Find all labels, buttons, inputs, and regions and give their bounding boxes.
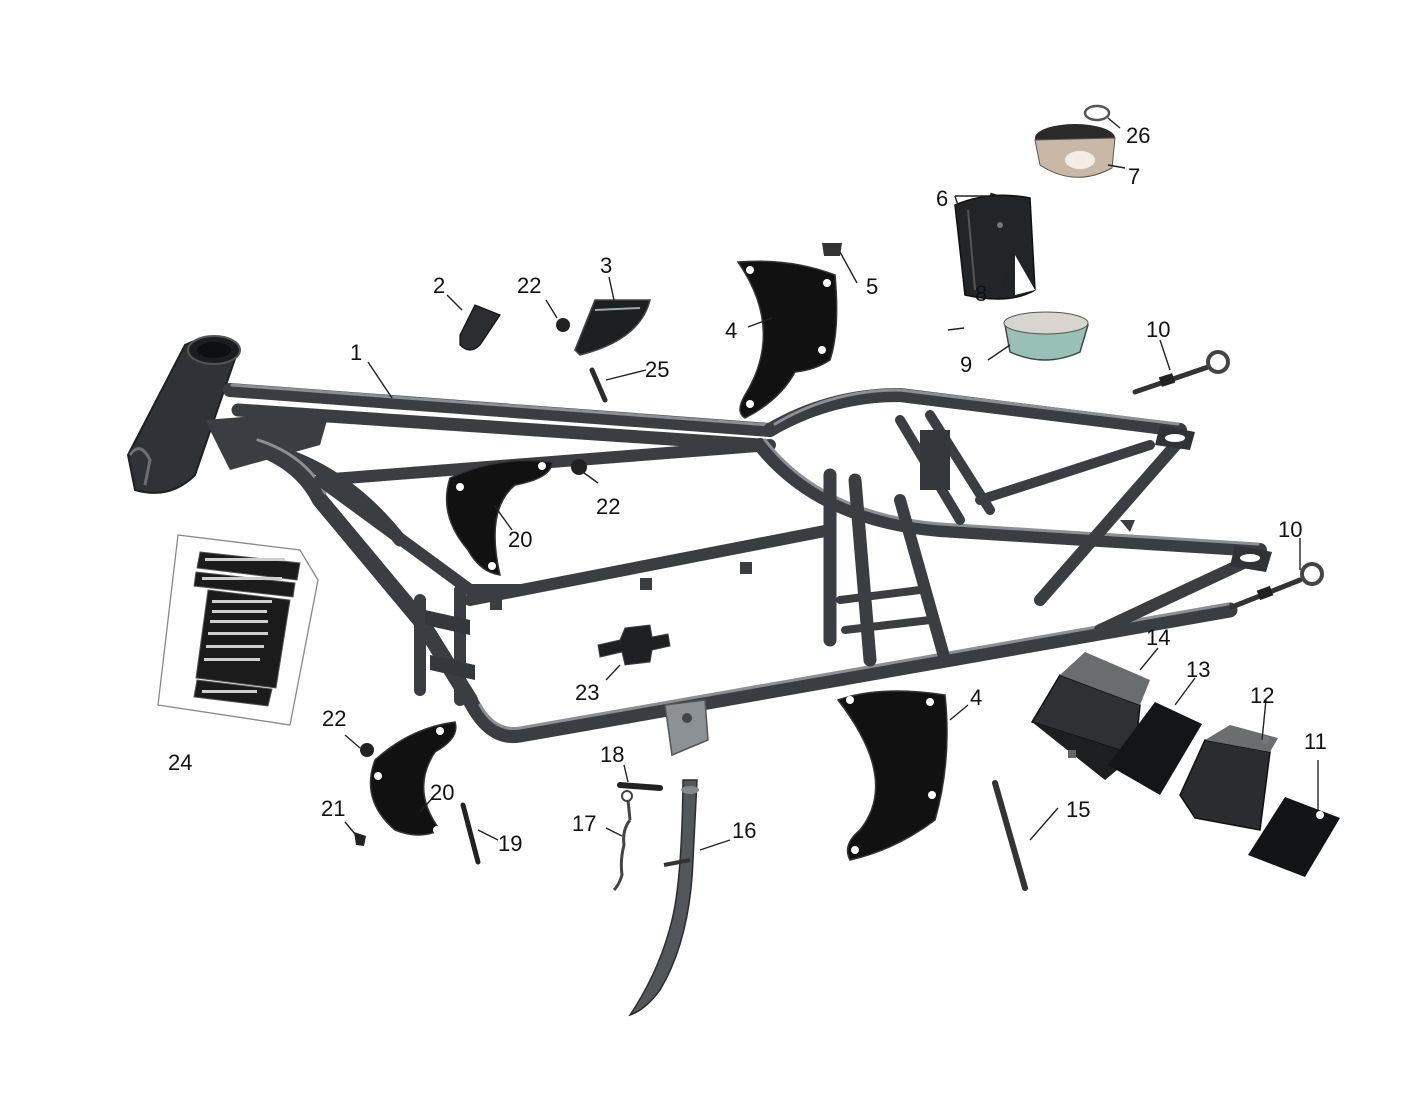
callout-7: 7 (1128, 164, 1140, 189)
callout-22-bottom: 22 (322, 706, 346, 731)
callout-16: 16 (732, 818, 756, 843)
callout-2: 2 (433, 273, 445, 298)
part-10-eyebolt-lower (1229, 562, 1324, 610)
part-9-filter (1003, 311, 1089, 361)
callout-20-upper: 20 (508, 527, 532, 552)
part-18-bolt (617, 782, 663, 791)
part-22-nut-bottom (360, 743, 374, 757)
main-frame (126, 335, 1272, 744)
part-3-plate (574, 299, 651, 356)
callout-18: 18 (600, 742, 624, 767)
callout-10-upper: 10 (1146, 317, 1170, 342)
callout-10-lower: 10 (1278, 517, 1302, 542)
callout-20-lower: 20 (430, 780, 454, 805)
callout-22-mid: 22 (596, 494, 620, 519)
callout-11: 11 (1304, 729, 1327, 754)
part-20-plate-upper (445, 459, 553, 576)
callout-22-top: 22 (517, 273, 541, 298)
callout-9: 9 (960, 352, 972, 377)
callout-labels: 1 2 3 4 4 5 6 7 8 9 10 10 11 12 13 14 15… (168, 123, 1327, 856)
callout-5: 5 (866, 274, 878, 299)
part-8-housing (954, 194, 1036, 300)
leader-lines (344, 117, 1319, 851)
callout-24: 24 (168, 750, 192, 775)
part-12-box (1179, 725, 1278, 831)
part-4-lower-plate (836, 690, 948, 861)
part-22-nut-mid (571, 459, 587, 475)
callout-8: 8 (975, 281, 987, 306)
part-19-bolt (460, 802, 481, 865)
part-13-pad (1108, 702, 1202, 795)
callout-3: 3 (600, 253, 612, 278)
callout-17: 17 (572, 811, 596, 836)
part-21-screw (354, 832, 366, 846)
callout-14: 14 (1146, 625, 1170, 650)
part-24-label-sheet (157, 534, 319, 726)
callout-15: 15 (1066, 797, 1090, 822)
part-5-grommet (822, 243, 842, 256)
part-22-nut-top (556, 318, 570, 332)
callout-4-lower: 4 (970, 685, 982, 710)
callout-19: 19 (498, 831, 522, 856)
part-26-oring (1083, 104, 1111, 122)
part-7-cap (1034, 124, 1116, 178)
part-17-spring (612, 790, 633, 892)
callout-6: 6 (936, 186, 948, 211)
part-10-eyebolt-upper (1132, 350, 1230, 395)
callout-13: 13 (1186, 657, 1210, 682)
stand-lug (664, 699, 709, 757)
part-25-bolt (589, 367, 608, 403)
part-20-plate-lower (369, 721, 457, 836)
callout-26: 26 (1126, 123, 1150, 148)
part-11-pad (1248, 797, 1340, 877)
part-4-upper-plate (736, 260, 838, 419)
callout-1: 1 (350, 340, 362, 365)
part-16-sidestand (628, 779, 699, 1017)
callout-12: 12 (1250, 683, 1274, 708)
callout-4-upper: 4 (725, 318, 737, 343)
callout-25: 25 (645, 357, 669, 382)
callout-21: 21 (321, 796, 345, 821)
part-23-bracket (597, 624, 671, 666)
part-15-bolt (992, 780, 1028, 891)
part-2-bracket (459, 304, 501, 351)
callout-23: 23 (575, 680, 599, 705)
